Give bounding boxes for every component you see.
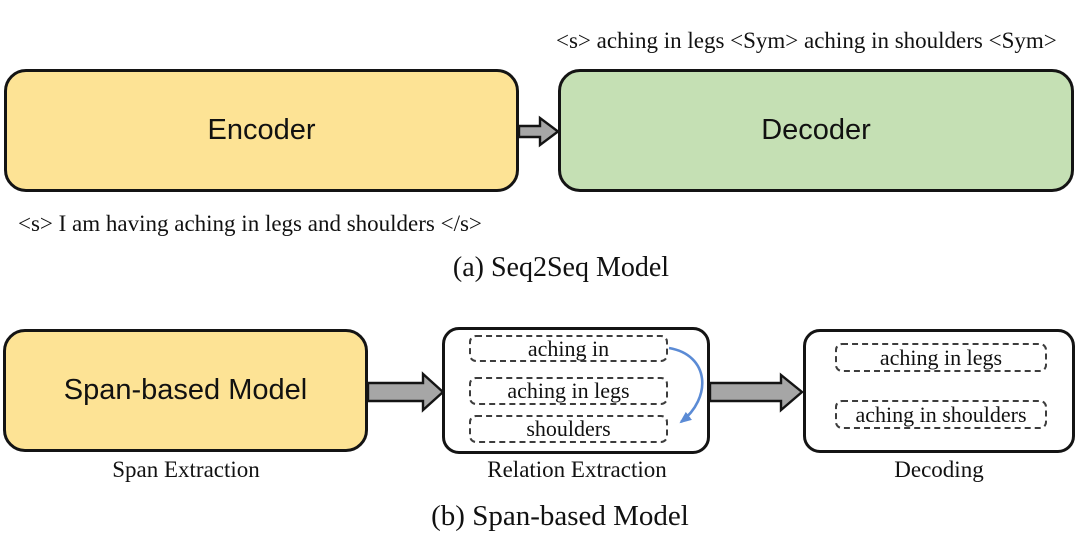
span-chip-aching-in-legs: aching in legs [469,377,668,405]
encoder-decoder-arrow-icon [517,115,560,148]
caption-span-based: (b) Span-based Model [431,500,689,532]
encoder-label: Encoder [207,114,316,146]
decoder-box: Decoder [558,69,1074,192]
span-chip-label: aching in legs [507,378,630,403]
span-model-box: Span-based Model [3,329,368,452]
seq2seq-input-text: <s> I am having aching in legs and shoul… [18,211,482,236]
decoding-chip-label: aching in shoulders [855,401,1027,427]
stage-label-span-extraction: Span Extraction [112,457,260,482]
span-chip-label: shoulders [526,416,611,441]
decoding-chip-aching-in-shoulders: aching in shoulders [835,400,1047,429]
decoding-chip-label: aching in legs [879,344,1003,370]
span-chip-shoulders: shoulders [469,415,668,443]
span-chip-label: aching in [527,335,610,361]
stage-label-relation-extraction: Relation Extraction [487,457,667,482]
caption-seq2seq: (a) Seq2Seq Model [452,252,670,283]
relation-to-decoding-arrow-icon [708,372,804,413]
span-chip-aching-in: aching in [469,335,668,362]
seq2seq-output-text: <s> aching in legs <Sym> aching in shoul… [556,28,1057,53]
stage-label-decoding: Decoding [894,457,984,482]
span-model-label: Span-based Model [63,374,308,406]
decoding-chip-aching-in-legs: aching in legs [835,343,1047,372]
decoder-label: Decoder [761,114,871,146]
encoder-box: Encoder [4,69,519,192]
span-to-relation-arrow-icon [366,371,445,413]
